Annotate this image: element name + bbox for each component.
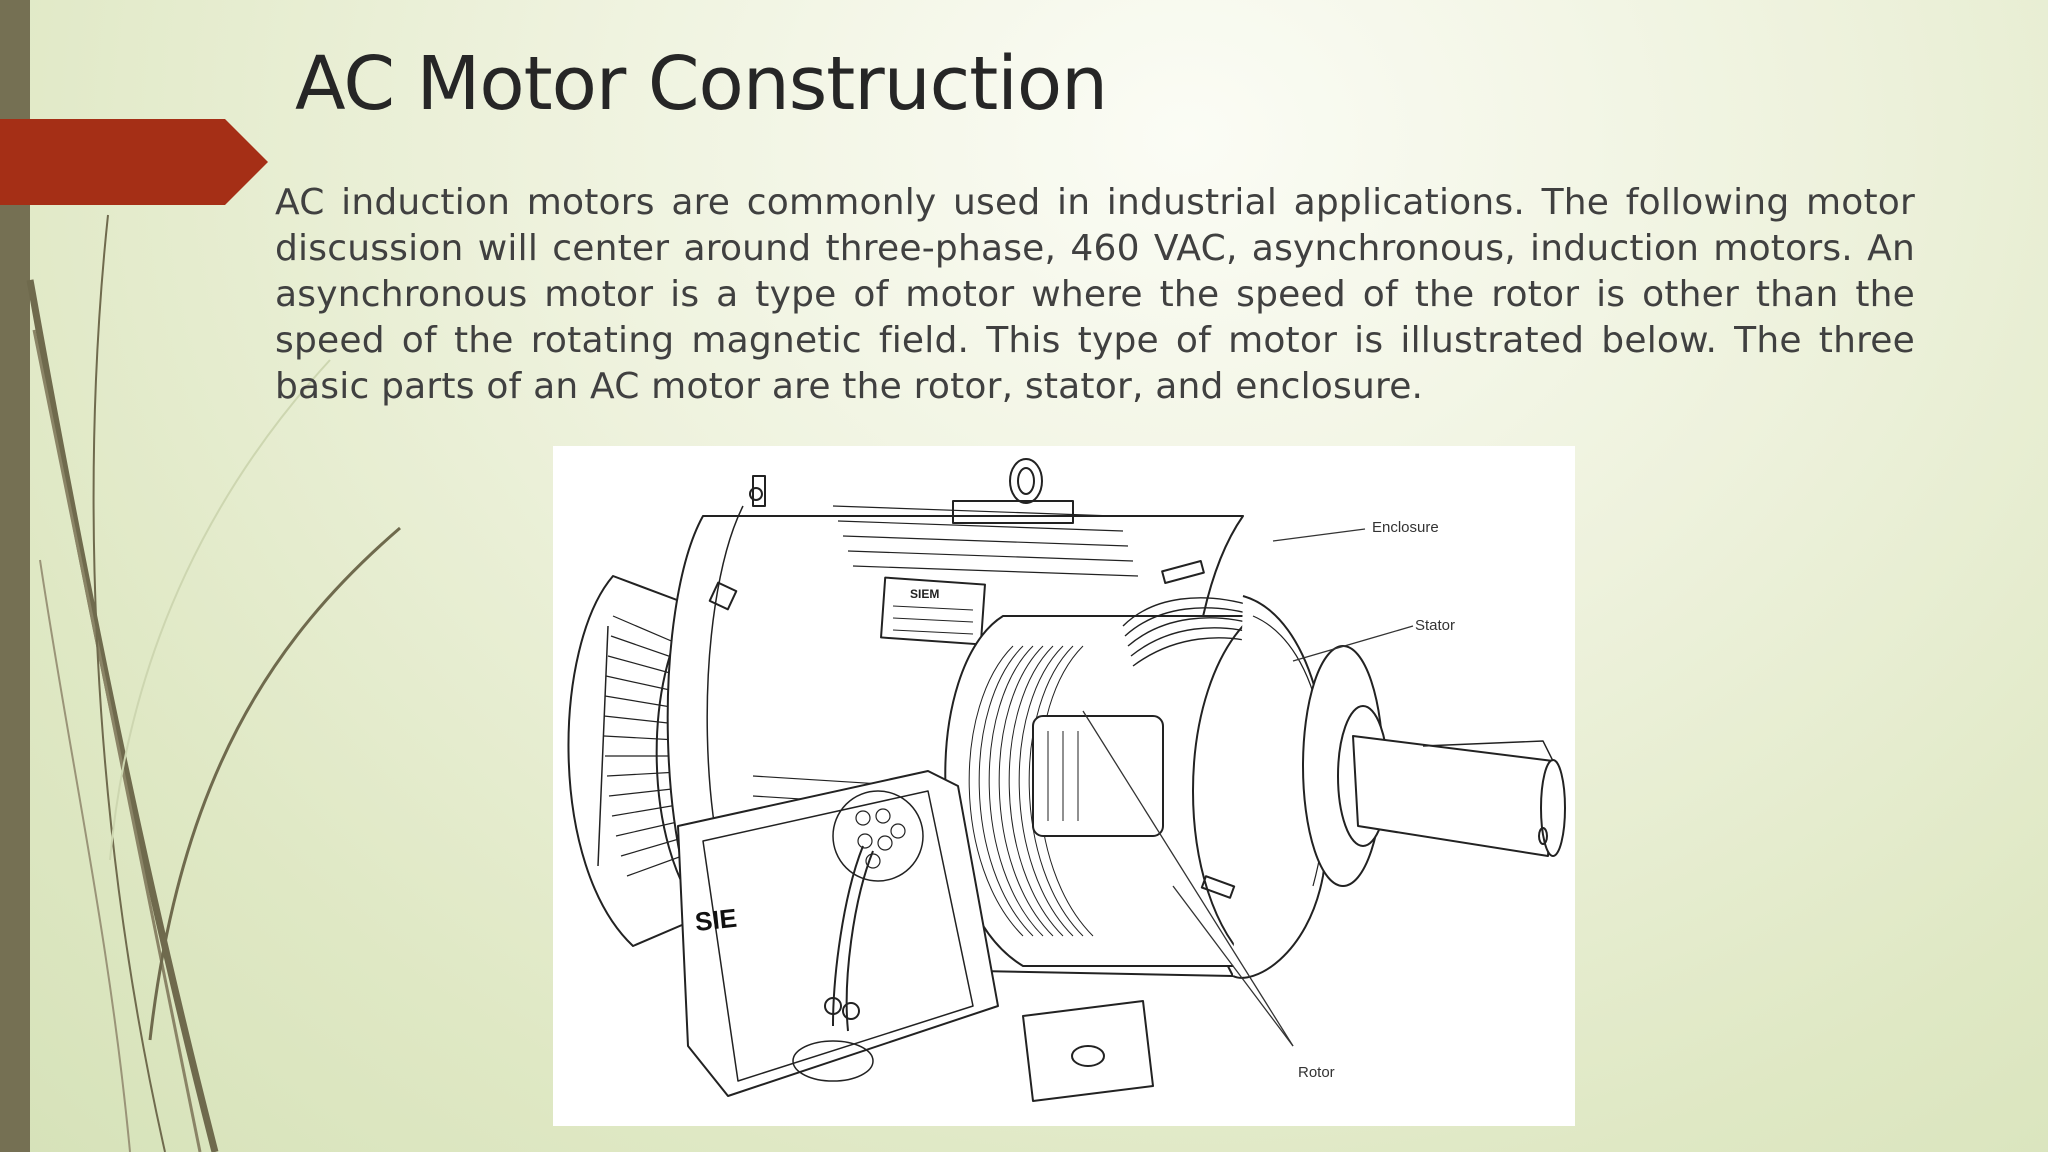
callout-stator: Stator <box>1415 617 1456 634</box>
slide-title: AC Motor Construction <box>295 41 1108 127</box>
motor-illustration: SIEM SIE Enclosure Stator Rotor <box>553 446 1575 1126</box>
motor-drawing: SIEM SIE <box>567 458 1566 1102</box>
decorative-swooshes <box>26 214 401 1152</box>
slide-body-text: AC induction motors are commonly used in… <box>275 182 1915 407</box>
terminal-box-brand: SIE <box>693 903 738 937</box>
callout-rotor: Rotor <box>1298 1064 1335 1081</box>
callout-enclosure: Enclosure <box>1372 519 1439 536</box>
nameplate-brand: SIEM <box>910 587 939 601</box>
accent-arrow-shape <box>0 119 268 205</box>
